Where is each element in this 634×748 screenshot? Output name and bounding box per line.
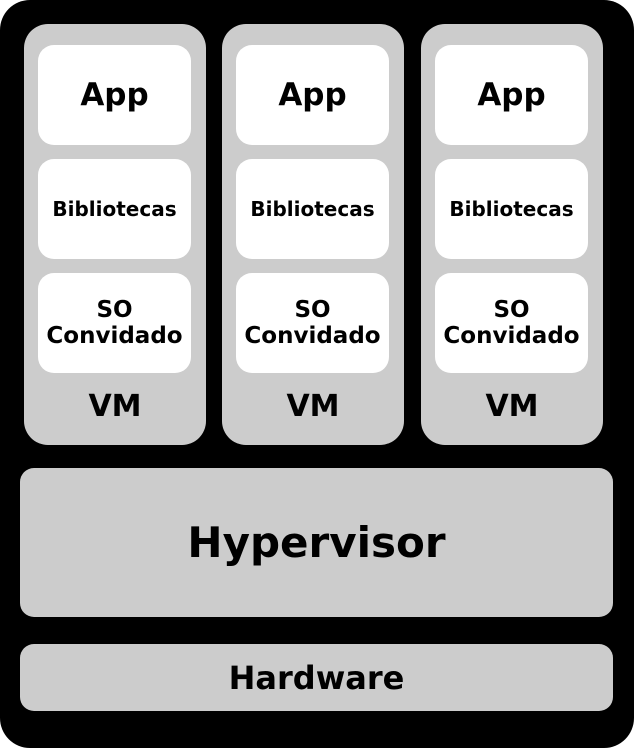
hardware-label: Hardware (228, 658, 405, 697)
libraries-box: Bibliotecas (435, 159, 588, 259)
vm-container-1: App Bibliotecas SO Convidado VM (24, 24, 206, 445)
app-box: App (38, 45, 191, 145)
guest-os-box: SO Convidado (236, 273, 389, 373)
libraries-label: Bibliotecas (52, 197, 177, 221)
guest-os-label-line1: SO (493, 297, 530, 323)
guest-os-box: SO Convidado (38, 273, 191, 373)
libraries-label: Bibliotecas (250, 197, 375, 221)
vm-label: VM (88, 389, 142, 424)
app-box: App (435, 45, 588, 145)
guest-os-box: SO Convidado (435, 273, 588, 373)
libraries-box: Bibliotecas (38, 159, 191, 259)
app-label: App (477, 76, 546, 113)
vm-label: VM (485, 389, 539, 424)
hardware-layer: Hardware (20, 644, 613, 711)
hypervisor-layer: Hypervisor (20, 468, 613, 617)
vm-label: VM (286, 389, 340, 424)
guest-os-label-line1: SO (96, 297, 133, 323)
app-label: App (80, 76, 149, 113)
guest-os-label-line2: Convidado (46, 323, 183, 349)
app-box: App (236, 45, 389, 145)
app-label: App (278, 76, 347, 113)
guest-os-label-line2: Convidado (244, 323, 381, 349)
vm-container-2: App Bibliotecas SO Convidado VM (222, 24, 404, 445)
guest-os-label-line2: Convidado (443, 323, 580, 349)
vm-container-3: App Bibliotecas SO Convidado VM (421, 24, 603, 445)
hypervisor-label: Hypervisor (187, 517, 446, 567)
libraries-label: Bibliotecas (449, 197, 574, 221)
libraries-box: Bibliotecas (236, 159, 389, 259)
guest-os-label-line1: SO (294, 297, 331, 323)
